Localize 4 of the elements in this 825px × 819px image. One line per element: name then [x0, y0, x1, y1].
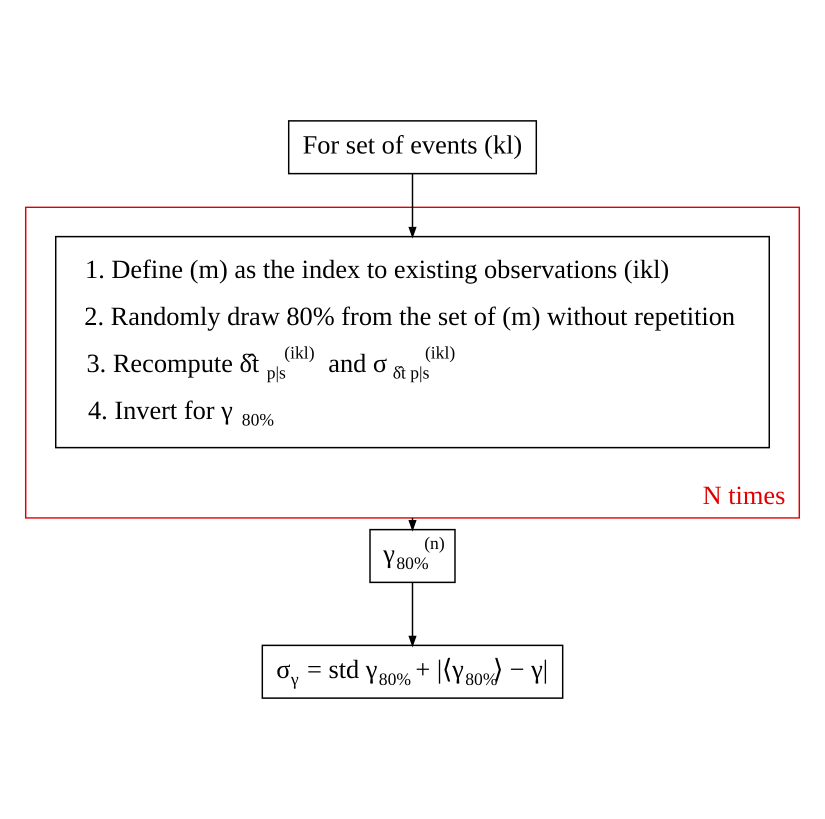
node-box: σ$_{γ}$ = std γ$_{80%}$ + |⟨γ$_{80%}$⟩ − γ| — [262, 644, 564, 699]
arrow — [408, 582, 417, 648]
arrow — [408, 174, 417, 239]
node-box: For set of events (kl) — [288, 120, 538, 174]
